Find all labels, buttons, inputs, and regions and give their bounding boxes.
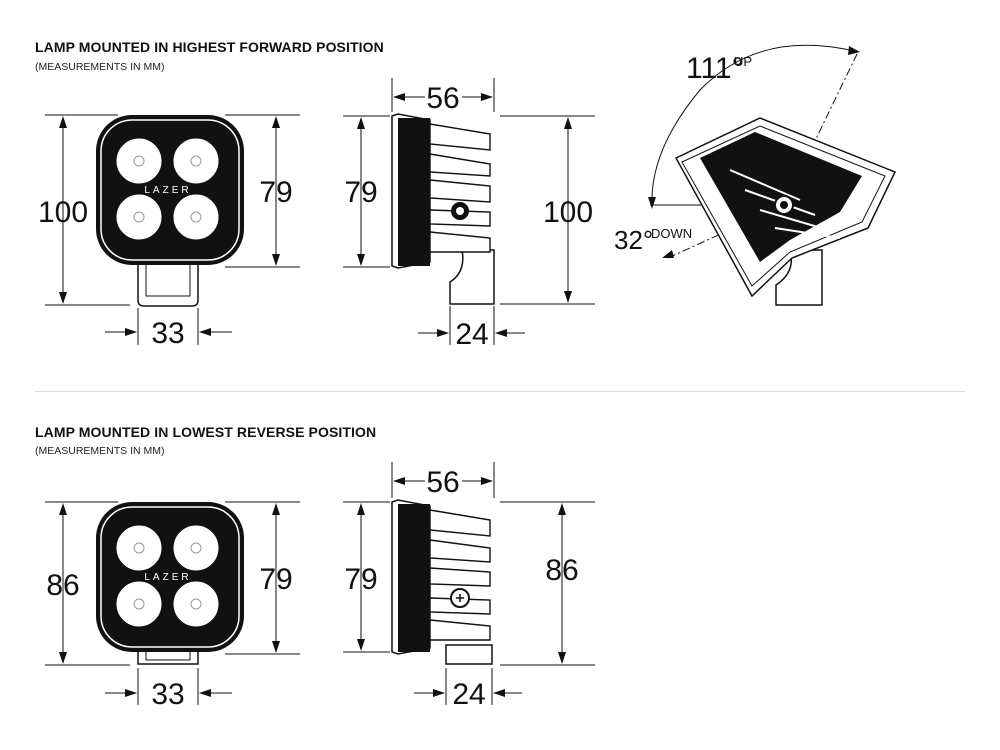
dim-side-depth: 56 [426,466,459,499]
front-view-forward: LAZER 100 79 33 [38,114,300,350]
section-subtitle-reverse: (MEASUREMENTS IN MM) [35,445,165,457]
dim-front-lens-height: 79 [259,563,292,596]
dim-front-mount-width: 33 [151,678,184,711]
section-subtitle-forward: (MEASUREMENTS IN MM) [35,61,165,73]
dim-side-mount-depth: 24 [455,318,488,351]
dim-side-height: 100 [543,196,593,229]
dim-side-lens-height: 79 [344,176,377,209]
tilt-down-angle: 32° [614,225,653,255]
dim-side-height: 86 [545,554,578,587]
dim-front-height: 100 [38,196,88,229]
reverse-position-diagram: LAZER 86 79 33 [45,462,595,711]
lamp-logo: LAZER [144,185,191,196]
tilt-up-angle: 111° [686,52,744,85]
lamp-logo: LAZER [144,572,191,583]
tilt-up-label: UP [734,54,752,69]
forward-position-diagram: LAZER 100 79 33 [38,44,897,351]
dim-side-mount-depth: 24 [452,678,485,711]
front-view-reverse: LAZER 86 79 33 [45,501,300,711]
dim-front-mount-width: 33 [151,317,184,350]
section-divider [35,391,965,392]
section-title-reverse: LAMP MOUNTED IN LOWEST REVERSE POSITION [35,424,377,440]
tilt-down-label: DOWN [651,226,692,241]
tilt-view: 111° UP 32° DOWN [614,44,897,306]
dim-side-lens-height: 79 [344,563,377,596]
dim-front-lens-height: 79 [259,176,292,209]
dim-side-depth: 56 [426,82,459,115]
side-view-forward: 56 79 100 24 [343,78,595,351]
section-title-forward: LAMP MOUNTED IN HIGHEST FORWARD POSITION [35,39,384,55]
side-view-reverse: 56 79 86 24 [343,462,595,711]
dim-front-height: 86 [46,569,79,602]
